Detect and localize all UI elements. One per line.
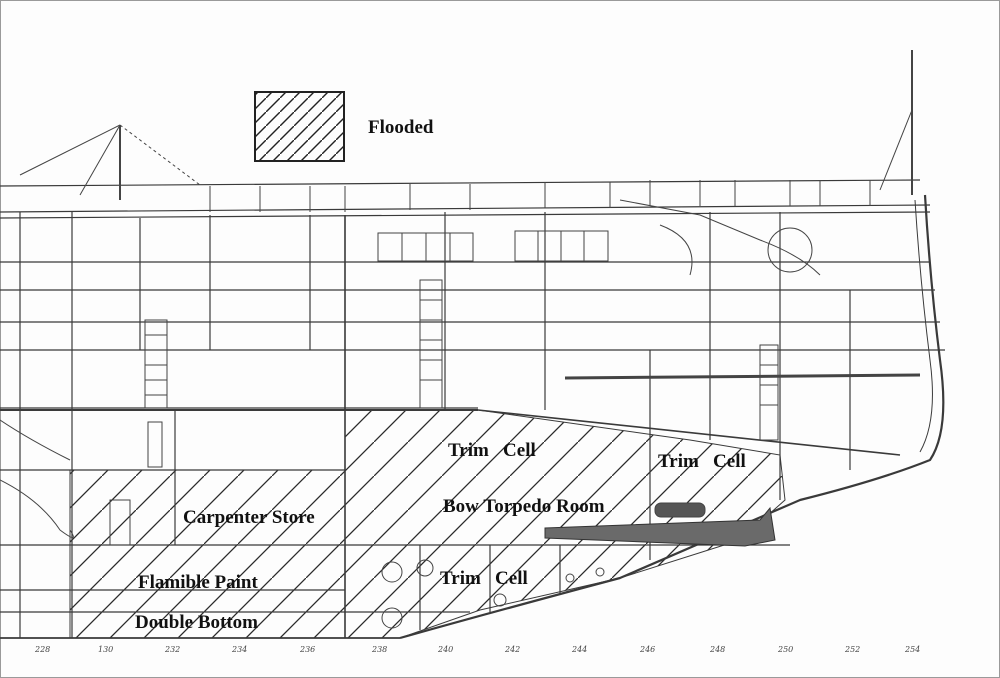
frame-tick-label: 130 [98,645,113,654]
flooded-regions [69,409,786,639]
frame-tick-label: 228 [34,645,50,654]
trim-cell-upper-label: Trim Cell [448,440,536,461]
frame-tick-label: 240 [437,645,453,654]
frame-tick-label: 254 [904,645,920,654]
frame-tick-label: 234 [231,645,247,654]
frame-tick-label: 242 [504,645,520,654]
flamible-paint-label: Flamible Paint [138,572,258,593]
frame-tick-label: 250 [777,645,793,654]
frame-tick-label: 246 [639,645,655,654]
frame-ticks: 228 130 232 234 236 238 240 242 244 246 … [34,645,920,654]
legend: Flooded [254,91,434,162]
double-bottom-label: Double Bottom [135,612,258,633]
flooded-swatch-icon [254,91,345,162]
hull-structure [0,179,945,640]
trim-cell-forward-label: Trim Cell [658,451,746,472]
frame-tick-label: 232 [164,645,180,654]
frame-tick-label: 236 [299,645,315,654]
carpenter-store-label: Carpenter Store [183,507,315,528]
frame-tick-label: 244 [571,645,587,654]
frame-tick-label: 238 [371,645,387,654]
bow-torpedo-room-label: Bow Torpedo Room [443,496,605,517]
frame-tick-label: 248 [709,645,725,654]
legend-flooded-label: Flooded [368,117,434,138]
compartment-labels: Trim Cell Trim Cell Bow Torpedo Room Car… [135,440,746,633]
frame-tick-label: 252 [844,645,860,654]
deck-details [0,50,921,629]
trim-cell-lower-label: Trim Cell [440,568,528,589]
